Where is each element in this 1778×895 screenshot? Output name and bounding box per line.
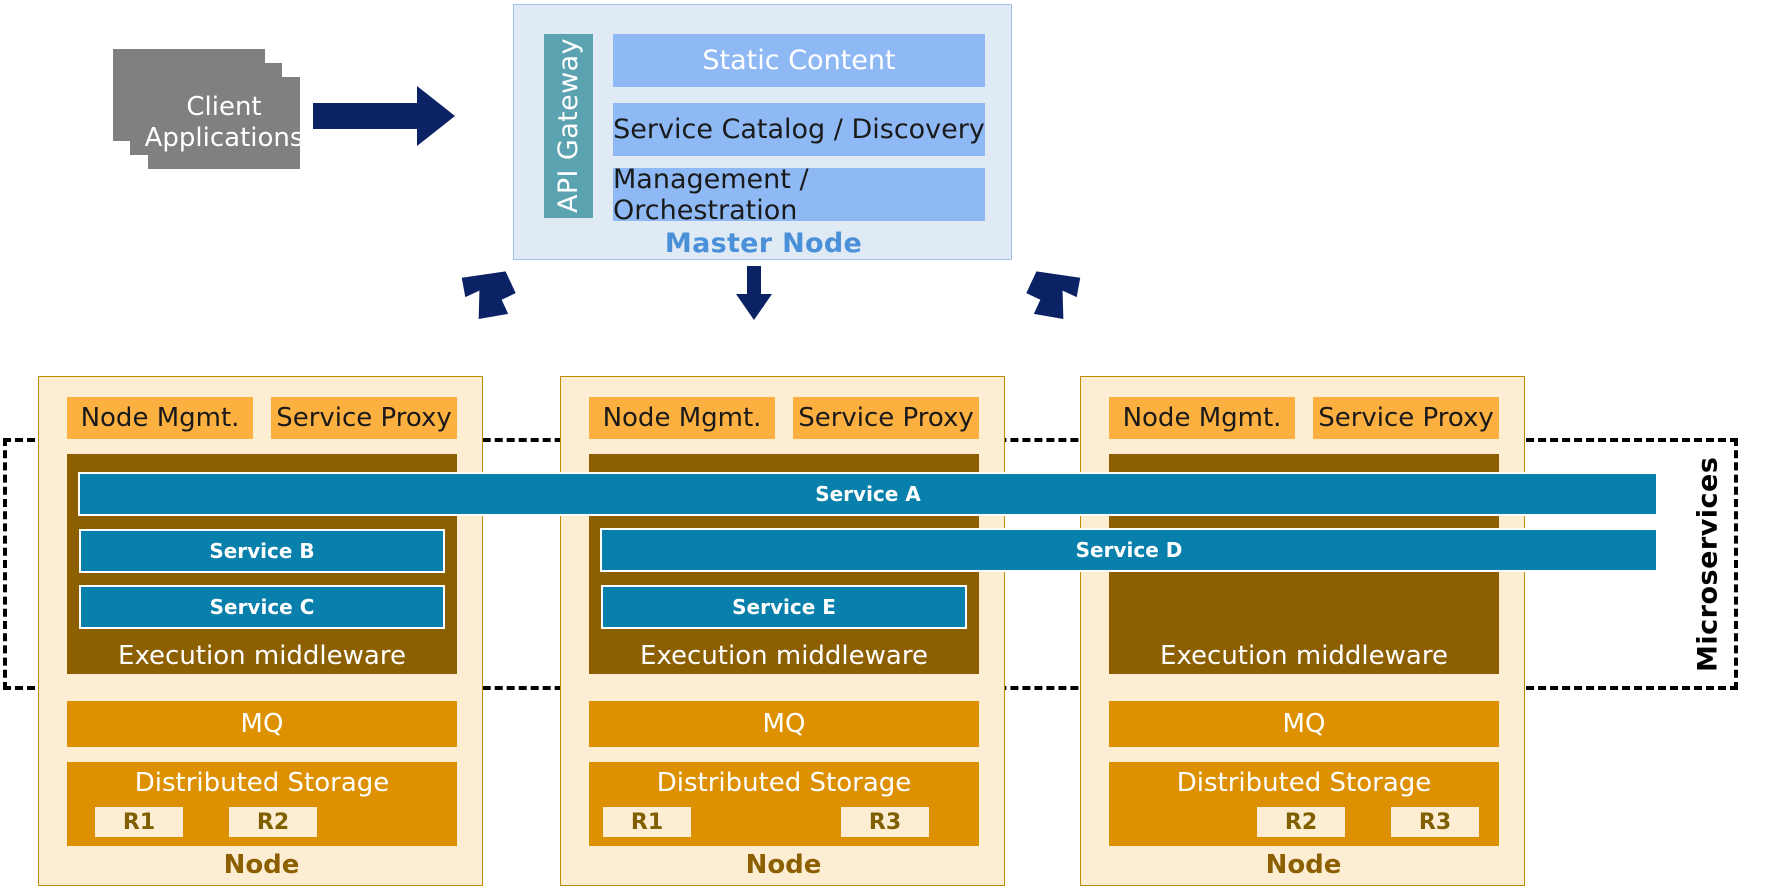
node-middle-execution-middleware-label: Execution middleware <box>640 641 928 671</box>
node-panel-right: Node Mgmt. Service Proxy Execution middl… <box>1080 376 1525 886</box>
node-middle-replica-r3[interactable]: R3 <box>841 807 929 837</box>
client-applications-label-line2: Applications <box>144 123 304 153</box>
node-right-replica-r3[interactable]: R3 <box>1391 807 1479 837</box>
spanning-service-d[interactable]: Service D <box>600 528 1658 572</box>
node-left-execution-middleware-label: Execution middleware <box>118 641 406 671</box>
api-gateway-block[interactable]: API Gateway <box>544 34 593 218</box>
arrow-client-to-master-icon <box>313 86 455 146</box>
arrow-master-to-node-right-icon <box>1026 271 1081 320</box>
node-right-distributed-storage[interactable]: Distributed Storage R2 R3 <box>1109 762 1499 846</box>
arrow-master-to-node-left-icon <box>461 271 516 320</box>
node-right-mq[interactable]: MQ <box>1109 701 1499 747</box>
node-middle-chip-service-proxy[interactable]: Service Proxy <box>793 397 979 439</box>
master-row-management-orchestration[interactable]: Management / Orchestration <box>613 164 985 226</box>
client-applications-card-front[interactable]: Client Applications <box>145 77 303 169</box>
node-panel-middle: Node Mgmt. Service Proxy Execution middl… <box>560 376 1005 886</box>
node-left-caption: Node <box>223 850 300 880</box>
master-node-panel: API Gateway Static Content Service Catal… <box>513 4 1012 260</box>
node-right-chip-service-proxy[interactable]: Service Proxy <box>1313 397 1499 439</box>
master-node-caption: Master Node <box>664 227 863 259</box>
node-middle-distributed-storage-label: Distributed Storage <box>656 768 912 798</box>
node-right-distributed-storage-label: Distributed Storage <box>1176 768 1432 798</box>
node-middle-mq[interactable]: MQ <box>589 701 979 747</box>
node-right-execution-middleware-label: Execution middleware <box>1160 641 1448 671</box>
node-left-replica-r2[interactable]: R2 <box>229 807 317 837</box>
arrow-master-to-node-middle-icon <box>736 266 772 320</box>
node-left-replica-r1[interactable]: R1 <box>95 807 183 837</box>
node-middle-chip-node-mgmt[interactable]: Node Mgmt. <box>589 397 775 439</box>
node-left-chip-service-proxy[interactable]: Service Proxy <box>271 397 457 439</box>
microservices-band-label: Microservices <box>1692 456 1724 672</box>
node-middle-replica-r1[interactable]: R1 <box>603 807 691 837</box>
node-middle-caption: Node <box>745 850 822 880</box>
node-middle-distributed-storage[interactable]: Distributed Storage R1 R3 <box>589 762 979 846</box>
node-left-distributed-storage-label: Distributed Storage <box>134 768 390 798</box>
node-left-service-c[interactable]: Service C <box>79 585 445 629</box>
node-middle-service-e[interactable]: Service E <box>601 585 967 629</box>
microservices-band-right-border <box>1734 438 1738 690</box>
node-left-mq[interactable]: MQ <box>67 701 457 747</box>
node-panel-left: Node Mgmt. Service Proxy Execution middl… <box>38 376 483 886</box>
master-row-static-content[interactable]: Static Content <box>613 34 985 87</box>
node-left-chip-node-mgmt[interactable]: Node Mgmt. <box>67 397 253 439</box>
node-left-service-b[interactable]: Service B <box>79 529 445 573</box>
node-right-chip-node-mgmt[interactable]: Node Mgmt. <box>1109 397 1295 439</box>
client-applications-label-line1: Client <box>186 92 262 123</box>
microservices-band-left-border <box>3 438 7 690</box>
master-row-service-catalog[interactable]: Service Catalog / Discovery <box>613 103 985 156</box>
spanning-service-a[interactable]: Service A <box>78 472 1658 516</box>
client-applications-label: Client Applications <box>145 92 304 153</box>
node-left-distributed-storage[interactable]: Distributed Storage R1 R2 <box>67 762 457 846</box>
node-right-caption: Node <box>1265 850 1342 880</box>
node-right-replica-r2[interactable]: R2 <box>1257 807 1345 837</box>
